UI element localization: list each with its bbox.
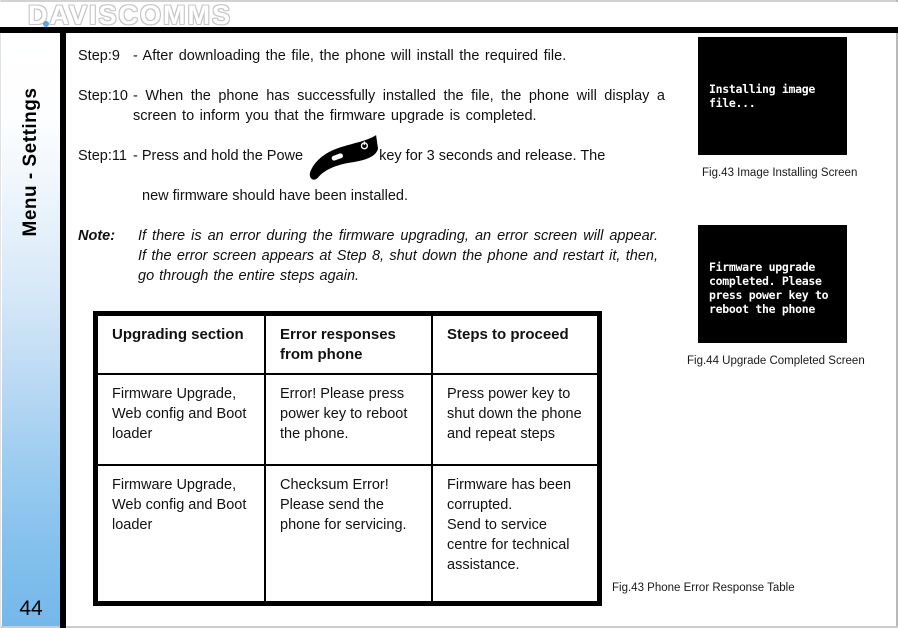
screen-text-line: Installing image <box>709 82 815 96</box>
note-block: Note: If there is an error during the fi… <box>78 226 658 286</box>
page-edge-left <box>0 0 1 628</box>
table-cell: Checksum Error! Please send the phone fo… <box>264 464 433 605</box>
column-header-upgrading-section: Upgrading section <box>94 312 266 375</box>
brand-logo: DAVISCOMMS <box>28 0 233 30</box>
column-header-steps-to-proceed: Steps to proceed <box>431 312 601 375</box>
sidebar-section-label: Menu - Settings <box>20 87 41 237</box>
note-label: Note: <box>78 228 116 244</box>
table-cell: Error! Please press power key to reboot … <box>264 373 433 466</box>
sidebar: Menu - Settings 44 <box>2 33 60 626</box>
step-text: - After downloading the file, the phone … <box>133 48 567 64</box>
step-row-11: Step:11 - Press and hold the Powe key for… <box>78 134 665 206</box>
step-label: Step:11 <box>78 148 127 164</box>
table-cell: Firmware Upgrade, Web config and Boot lo… <box>94 373 266 466</box>
table-cell: Press power key to shut down the phone a… <box>431 373 601 466</box>
figure-screen-installing: Installing image file... <box>698 37 847 155</box>
figure-caption: Fig.44 Upgrade Completed Screen <box>687 355 865 367</box>
table-caption: Fig.43 Phone Error Response Table <box>612 582 795 594</box>
table-row: Firmware Upgrade, Web config and Boot lo… <box>94 464 601 605</box>
step-text-line2: new firmware should have been installed. <box>142 188 408 204</box>
screen-text-line: completed. Please <box>709 274 822 288</box>
screen-text-line: file... <box>709 96 756 110</box>
figure-caption: Fig.43 Image Installing Screen <box>702 167 858 179</box>
step-label: Step:9 <box>78 48 120 64</box>
screen-text-line: reboot the phone <box>709 302 815 316</box>
sidebar-divider-line <box>60 33 66 628</box>
step-text-before-icon: - Press and hold the Powe <box>133 148 304 164</box>
step-text-after-icon: key for 3 seconds and release. The <box>379 148 606 164</box>
step-label: Step:10 <box>78 88 128 104</box>
power-key-icon <box>309 134 379 180</box>
column-header-error-responses: Error responses from phone <box>264 312 433 375</box>
table-cell: Firmware has been corrupted. Send to ser… <box>431 464 601 605</box>
step-row-10: Step:10 - When the phone has successfull… <box>78 86 665 126</box>
page-edge-bottom <box>0 626 898 628</box>
table-cell: Firmware Upgrade, Web config and Boot lo… <box>94 464 266 605</box>
page-edge-right <box>896 0 898 628</box>
table-row: Firmware Upgrade, Web config and Boot lo… <box>94 373 601 466</box>
page-number: 44 <box>19 597 43 620</box>
firmware-error-table: Upgrading section Error responses from p… <box>93 311 602 606</box>
page-header: DAVISCOMMS <box>0 0 898 33</box>
step-text: - When the phone has successfully instal… <box>133 88 665 124</box>
note-text: If there is an error during the firmware… <box>138 228 658 284</box>
brand-dot-icon <box>43 21 49 27</box>
page-edge-top <box>0 0 898 2</box>
figure-screen-upgrade-completed: Firmware upgrade completed. Please press… <box>698 225 847 343</box>
screen-text-line: Firmware upgrade <box>709 260 815 274</box>
step-row-9: Step:9 - After downloading the file, the… <box>78 46 665 66</box>
screen-text-line: press power key to <box>709 288 829 302</box>
table-header-row: Upgrading section Error responses from p… <box>94 312 601 375</box>
